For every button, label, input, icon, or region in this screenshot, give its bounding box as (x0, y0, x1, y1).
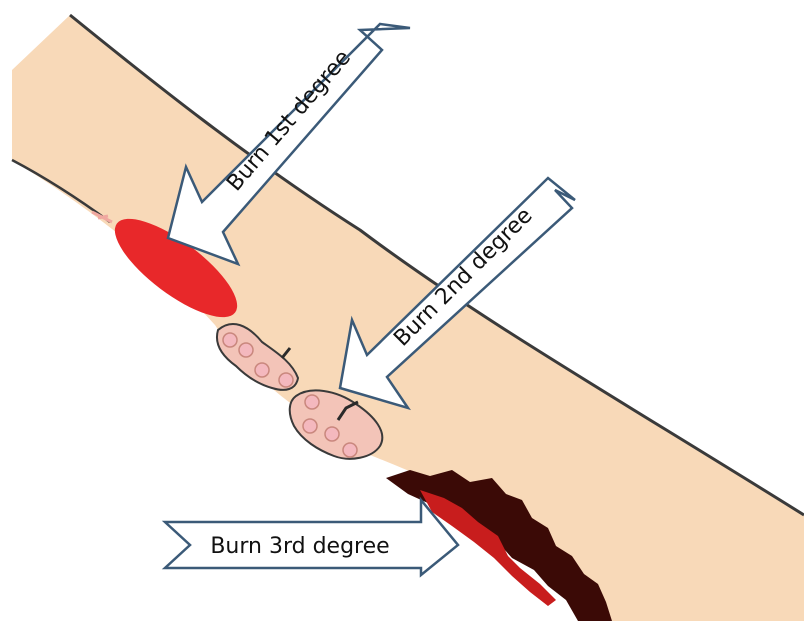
third-degree-label: Burn 3rd degree (210, 534, 389, 559)
first-degree-label: Burn 1st degree (222, 45, 356, 196)
